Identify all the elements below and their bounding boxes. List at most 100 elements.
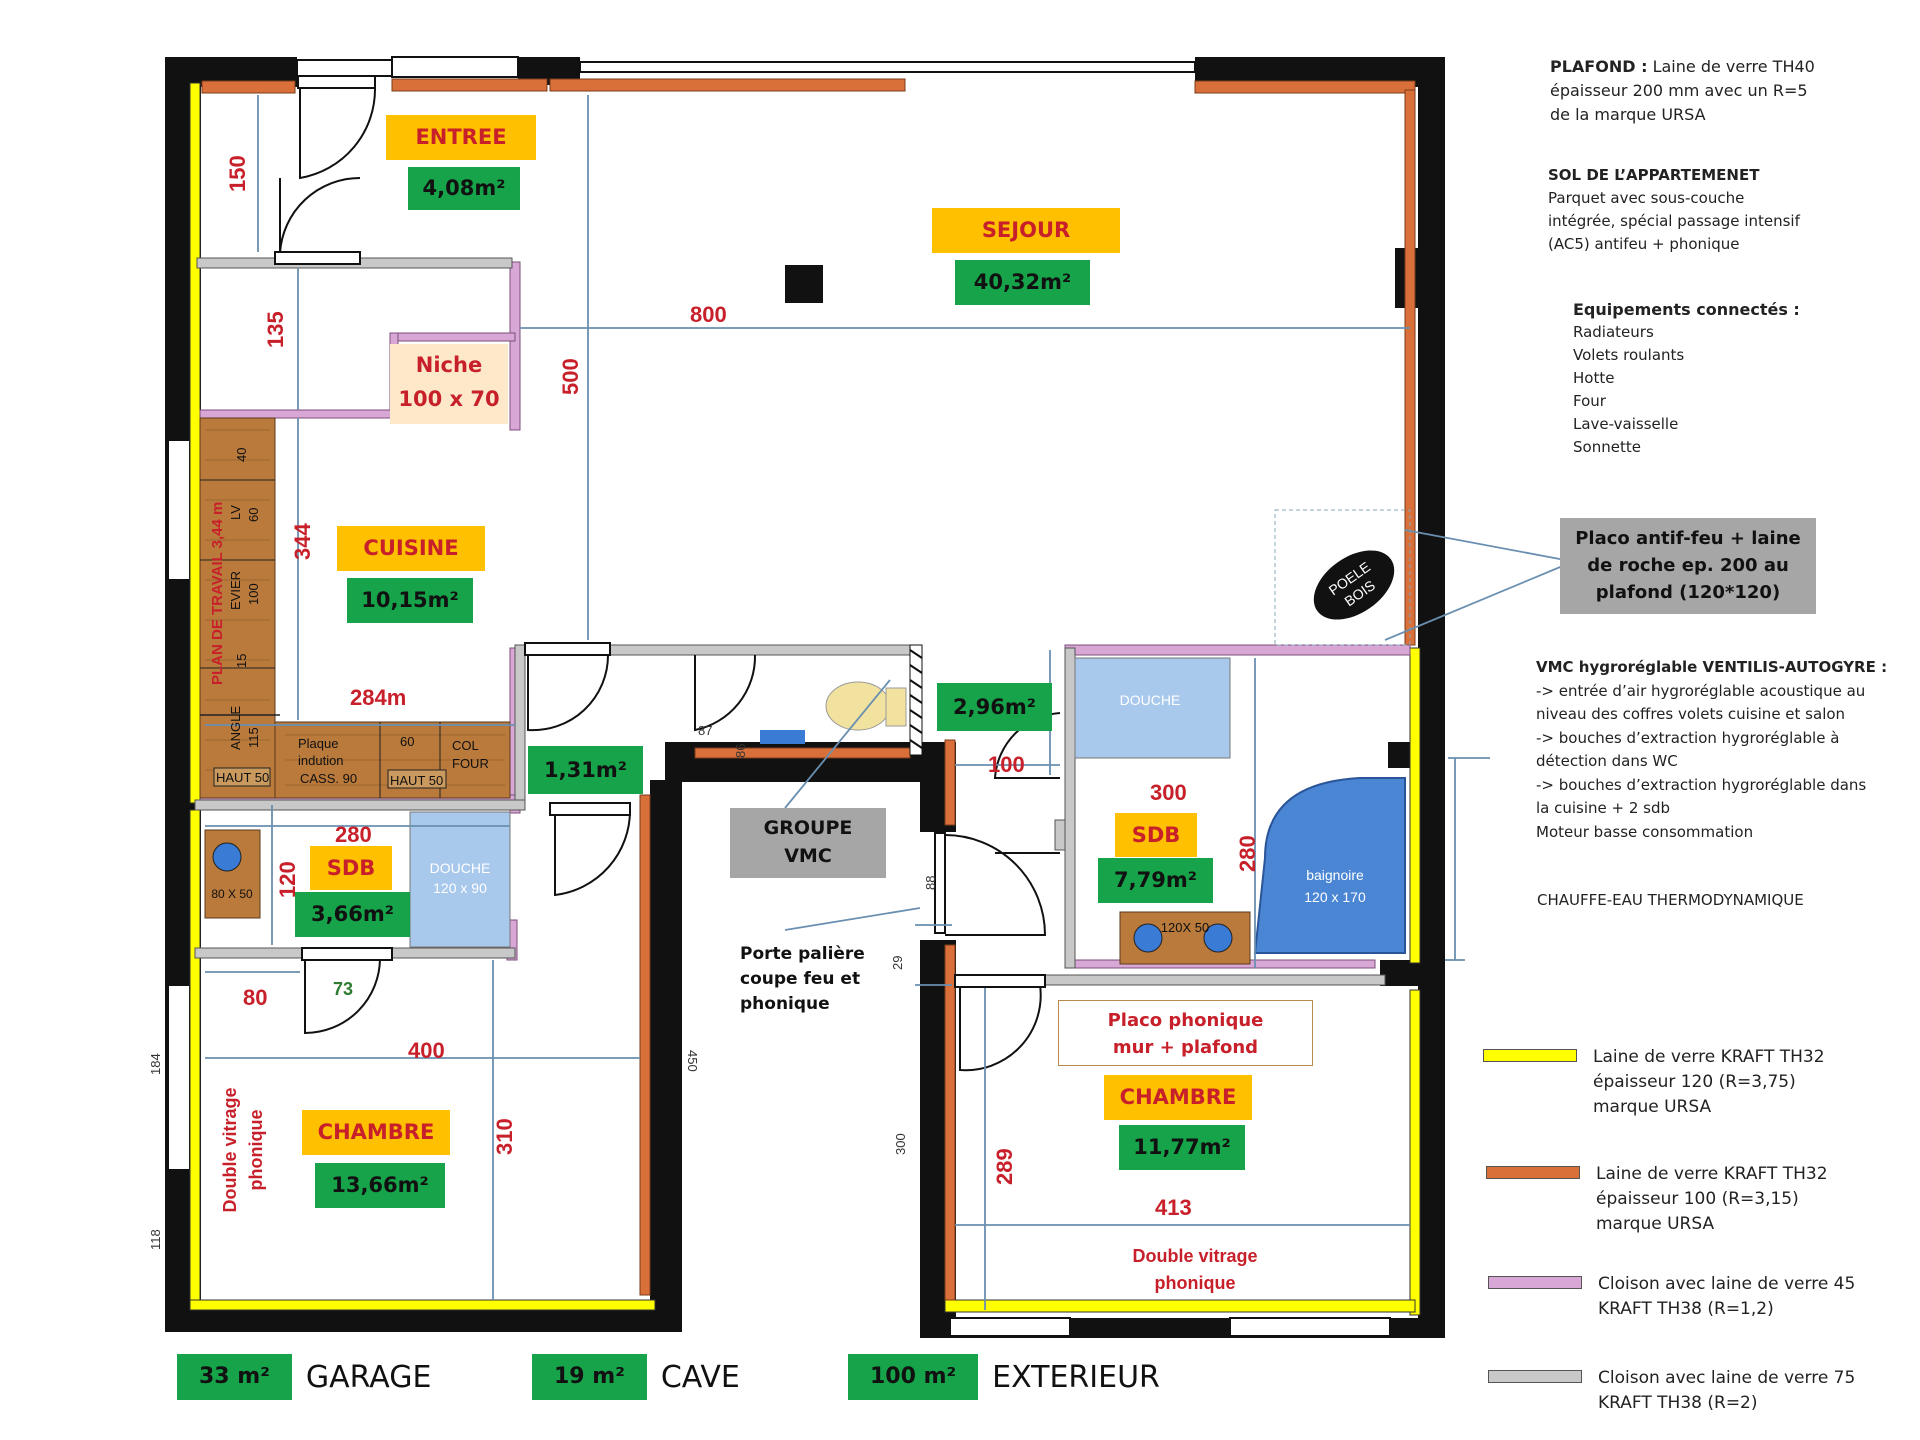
legend-1-line-3: marque URSA [1593, 1097, 1712, 1117]
placo-phonique-box: Placo phonique mur + plafond [1058, 1000, 1313, 1066]
room-sdb1-name: SDB [310, 846, 392, 890]
col-four-2: FOUR [452, 756, 489, 771]
room-sdb1-area: 3,66m² [295, 892, 410, 937]
note-plafond: PLAFOND : Laine de verre TH40 épaisseur … [1550, 55, 1815, 127]
dim-344: 344 [290, 523, 315, 560]
legend-3-line-2: KRAFT TH38 (R=1,2) [1598, 1299, 1774, 1319]
dim-289: 289 [992, 1148, 1017, 1185]
porte-paliere-line-2: coupe feu et [740, 969, 861, 989]
placo-antifeu-3: plafond (120*120) [1595, 582, 1781, 603]
dim-86: 86 [733, 744, 748, 758]
plan-travail-label: PLAN DE TRAVAIL 3,44 m [209, 502, 226, 685]
dim-413: 413 [1155, 1195, 1192, 1220]
legend-swatch-mauve [1488, 1276, 1582, 1289]
dim-300-small: 300 [893, 1133, 908, 1155]
vmc-line-5: la cuisine + 2 sdb [1536, 799, 1671, 817]
dimension-labels: 150 135 800 500 344 284m 280 120 80 400 … [225, 155, 1260, 1220]
legend-2-line-3: marque URSA [1596, 1214, 1715, 1234]
fixture-labels: DOUCHE 120 x 90 DOUCHE baignoire 120 x 1… [211, 692, 1366, 935]
legend-swatch-orange [1486, 1166, 1580, 1179]
porte-paliere-label: Porte palière coupe feu et phonique [740, 942, 870, 1017]
niche-label-1: Niche [415, 353, 483, 377]
legend-1-line-2: épaisseur 120 (R=3,75) [1593, 1072, 1796, 1092]
legend-2-line-1: Laine de verre KRAFT TH32 [1596, 1164, 1828, 1184]
equip-item-0: Radiateurs [1573, 323, 1654, 341]
note-sol: SOL DE L’APPARTEMENET Parquet avec sous-… [1548, 164, 1800, 256]
room-sdb2-area: 7,79m² [1098, 858, 1213, 903]
summary-garage: 33 m² GARAGE [177, 1354, 431, 1400]
note-equipements-head: Equipements connectés : [1573, 300, 1800, 319]
placo-antifeu-2: de roche ep. 200 au [1587, 555, 1789, 576]
room-cuisine-area: 10,15m² [347, 578, 473, 623]
equip-item-4: Lave-vaisselle [1573, 415, 1679, 433]
dim-150: 150 [225, 155, 250, 192]
dim-135: 135 [263, 311, 288, 348]
k-evier-2: 100 [246, 583, 261, 605]
note-vmc-head: VMC hygroréglable VENTILIS-AUTOGYRE : [1536, 658, 1888, 676]
k-evier-1: EVIER [228, 571, 243, 610]
note-plafond-line-1: Laine de verre TH40 [1652, 57, 1815, 76]
summary-exterieur-value: 100 m² [848, 1354, 979, 1400]
fixtures: POELE BOIS [204, 265, 1411, 965]
douche1-label-1: DOUCHE [430, 860, 491, 876]
dim-87: 87 [698, 723, 712, 738]
vasque2-label: 120X 50 [1161, 920, 1209, 935]
note-vmc: VMC hygroréglable VENTILIS-AUTOGYRE : ->… [1536, 656, 1887, 844]
k-15: 15 [234, 654, 249, 668]
equip-item-1: Volets roulants [1573, 346, 1685, 364]
equip-item-5: Sonnette [1573, 438, 1641, 456]
room-chambre1-name: CHAMBRE [302, 1110, 450, 1155]
vmc-line-2: -> bouches d’extraction hygroréglable à [1536, 728, 1840, 747]
dim-120: 120 [275, 861, 300, 898]
legend-swatch-grey [1488, 1370, 1582, 1383]
niche-box: Niche 100 x 70 [390, 344, 508, 424]
douche2-label: DOUCHE [1120, 692, 1181, 708]
dim-300: 300 [1150, 780, 1187, 805]
dim-310: 310 [492, 1118, 517, 1155]
note-chauffe-eau: CHAUFFE-EAU THERMODYNAMIQUE [1537, 891, 1804, 909]
k-angle-1: ANGLE [228, 706, 243, 750]
dim-184: 184 [148, 1053, 163, 1075]
dim-118: 118 [148, 1229, 163, 1250]
vmc-line-1: niveau des coffres volets cuisine et sal… [1536, 705, 1846, 723]
dim-73: 73 [333, 979, 353, 999]
vmc-line-0: -> entrée d’air hygroréglable acoustique… [1536, 681, 1866, 700]
plaque-2: indution [298, 753, 344, 768]
baignoire-label-2: 120 x 170 [1304, 889, 1366, 905]
note-sol-line-2: intégrée, spécial passage intensif [1548, 212, 1800, 230]
room-sejour-name: SEJOUR [932, 208, 1120, 253]
room-chambre2-area: 11,77m² [1119, 1125, 1245, 1170]
dimension-lines [205, 95, 1566, 1310]
dim-280-b: 280 [1235, 835, 1260, 872]
summary-exterieur-label: EXTERIEUR [992, 1359, 1160, 1395]
note-equipements: Equipements connectés : Radiateurs Volet… [1573, 298, 1800, 459]
note-sol-head: SOL DE L’APPARTEMENET [1548, 166, 1760, 184]
porte-paliere-line-1: Porte palière [740, 944, 865, 964]
kitchen-counter [199, 417, 511, 799]
dim-500: 500 [558, 358, 583, 395]
legend-4-line-2: KRAFT TH38 (R=2) [1598, 1393, 1758, 1413]
legend-item-2: Laine de verre KRAFT TH32 épaisseur 100 … [1486, 1162, 1828, 1237]
room-sdb2-name: SDB [1115, 813, 1197, 857]
vmc-line-6: Moteur basse consommation [1536, 822, 1754, 841]
insulation-orange [201, 78, 1416, 1301]
double-vitrage-h-1: Double vitrage [1132, 1246, 1257, 1266]
note-plafond-line-2: épaisseur 200 mm avec un R=5 [1550, 81, 1808, 100]
dim-280-a: 280 [335, 822, 372, 847]
room-entree-area: 4,08m² [408, 167, 520, 210]
groupe-vmc-label-2: VMC [784, 845, 832, 867]
haut50-2: HAUT 50 [390, 773, 443, 788]
dim-284: 284m [350, 685, 406, 710]
k-lv-2: 60 [246, 508, 261, 522]
summary-cave-label: CAVE [660, 1359, 740, 1395]
room-cuisine-name: CUISINE [337, 526, 485, 571]
k-angle-2: 115 [246, 727, 261, 748]
summary-garage-value: 33 m² [177, 1354, 292, 1400]
room-entree-name: ENTREE [386, 115, 536, 160]
room-wc-area: 1,31m² [528, 746, 643, 794]
vasque1-label: 80 X 50 [211, 887, 253, 901]
douche1-label-2: 120 x 90 [433, 880, 487, 896]
double-vitrage-h-2: phonique [1155, 1273, 1236, 1293]
vmc-line-4: -> bouches d’extraction hygroréglable da… [1536, 775, 1867, 794]
room-sejour-area: 40,32m² [955, 260, 1090, 305]
